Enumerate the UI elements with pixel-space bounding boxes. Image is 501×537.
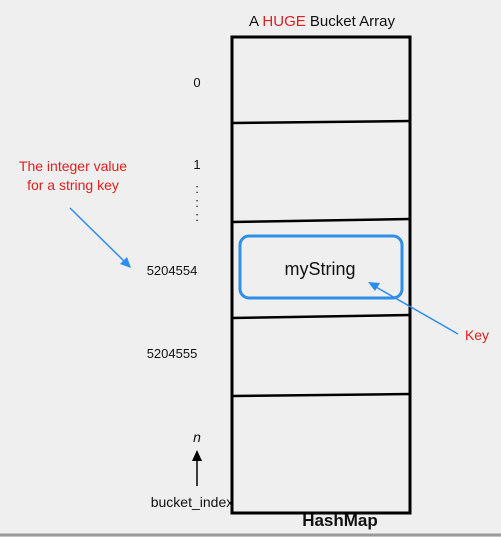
bucket-divider [231,119,411,125]
bucket-index-5204554: 5204554 [147,263,198,278]
bucket-array-box [230,35,412,515]
title-suffix: Bucket Array [306,13,396,30]
annotation-arrowhead-integer [120,257,131,268]
key-string: myString [284,259,355,279]
title-prefix: A [249,13,262,30]
annotation-integer-line1: The integer value [19,158,127,174]
annotation-integer-line2: for a string key [27,177,119,193]
index-axis-label: bucket_index [151,494,234,510]
vertical-ellipsis: : [195,181,199,196]
bucket-divider [231,392,411,398]
vertical-ellipsis: : [195,195,199,210]
title-highlight: HUGE [262,13,305,30]
annotation-arrowhead-key [368,282,380,291]
annotation-key: Key [465,327,489,343]
annotation-arrow-key [375,286,459,335]
bucket-index-5204555: 5204555 [147,346,198,361]
key-box [238,234,404,300]
annotation-arrow-integer [69,207,127,264]
diagram-title: A HUGE Bucket Array [249,13,395,30]
bucket-divider [231,217,411,224]
bucket-index-1: 1 [193,157,200,172]
hashmap-caption: HashMap [302,511,378,530]
bucket-divider [231,313,411,320]
index-axis-arrowhead [192,450,202,461]
bucket-index-0: 0 [193,75,200,90]
vertical-ellipsis: : [195,209,199,224]
bucket-index-n: n [193,429,201,445]
